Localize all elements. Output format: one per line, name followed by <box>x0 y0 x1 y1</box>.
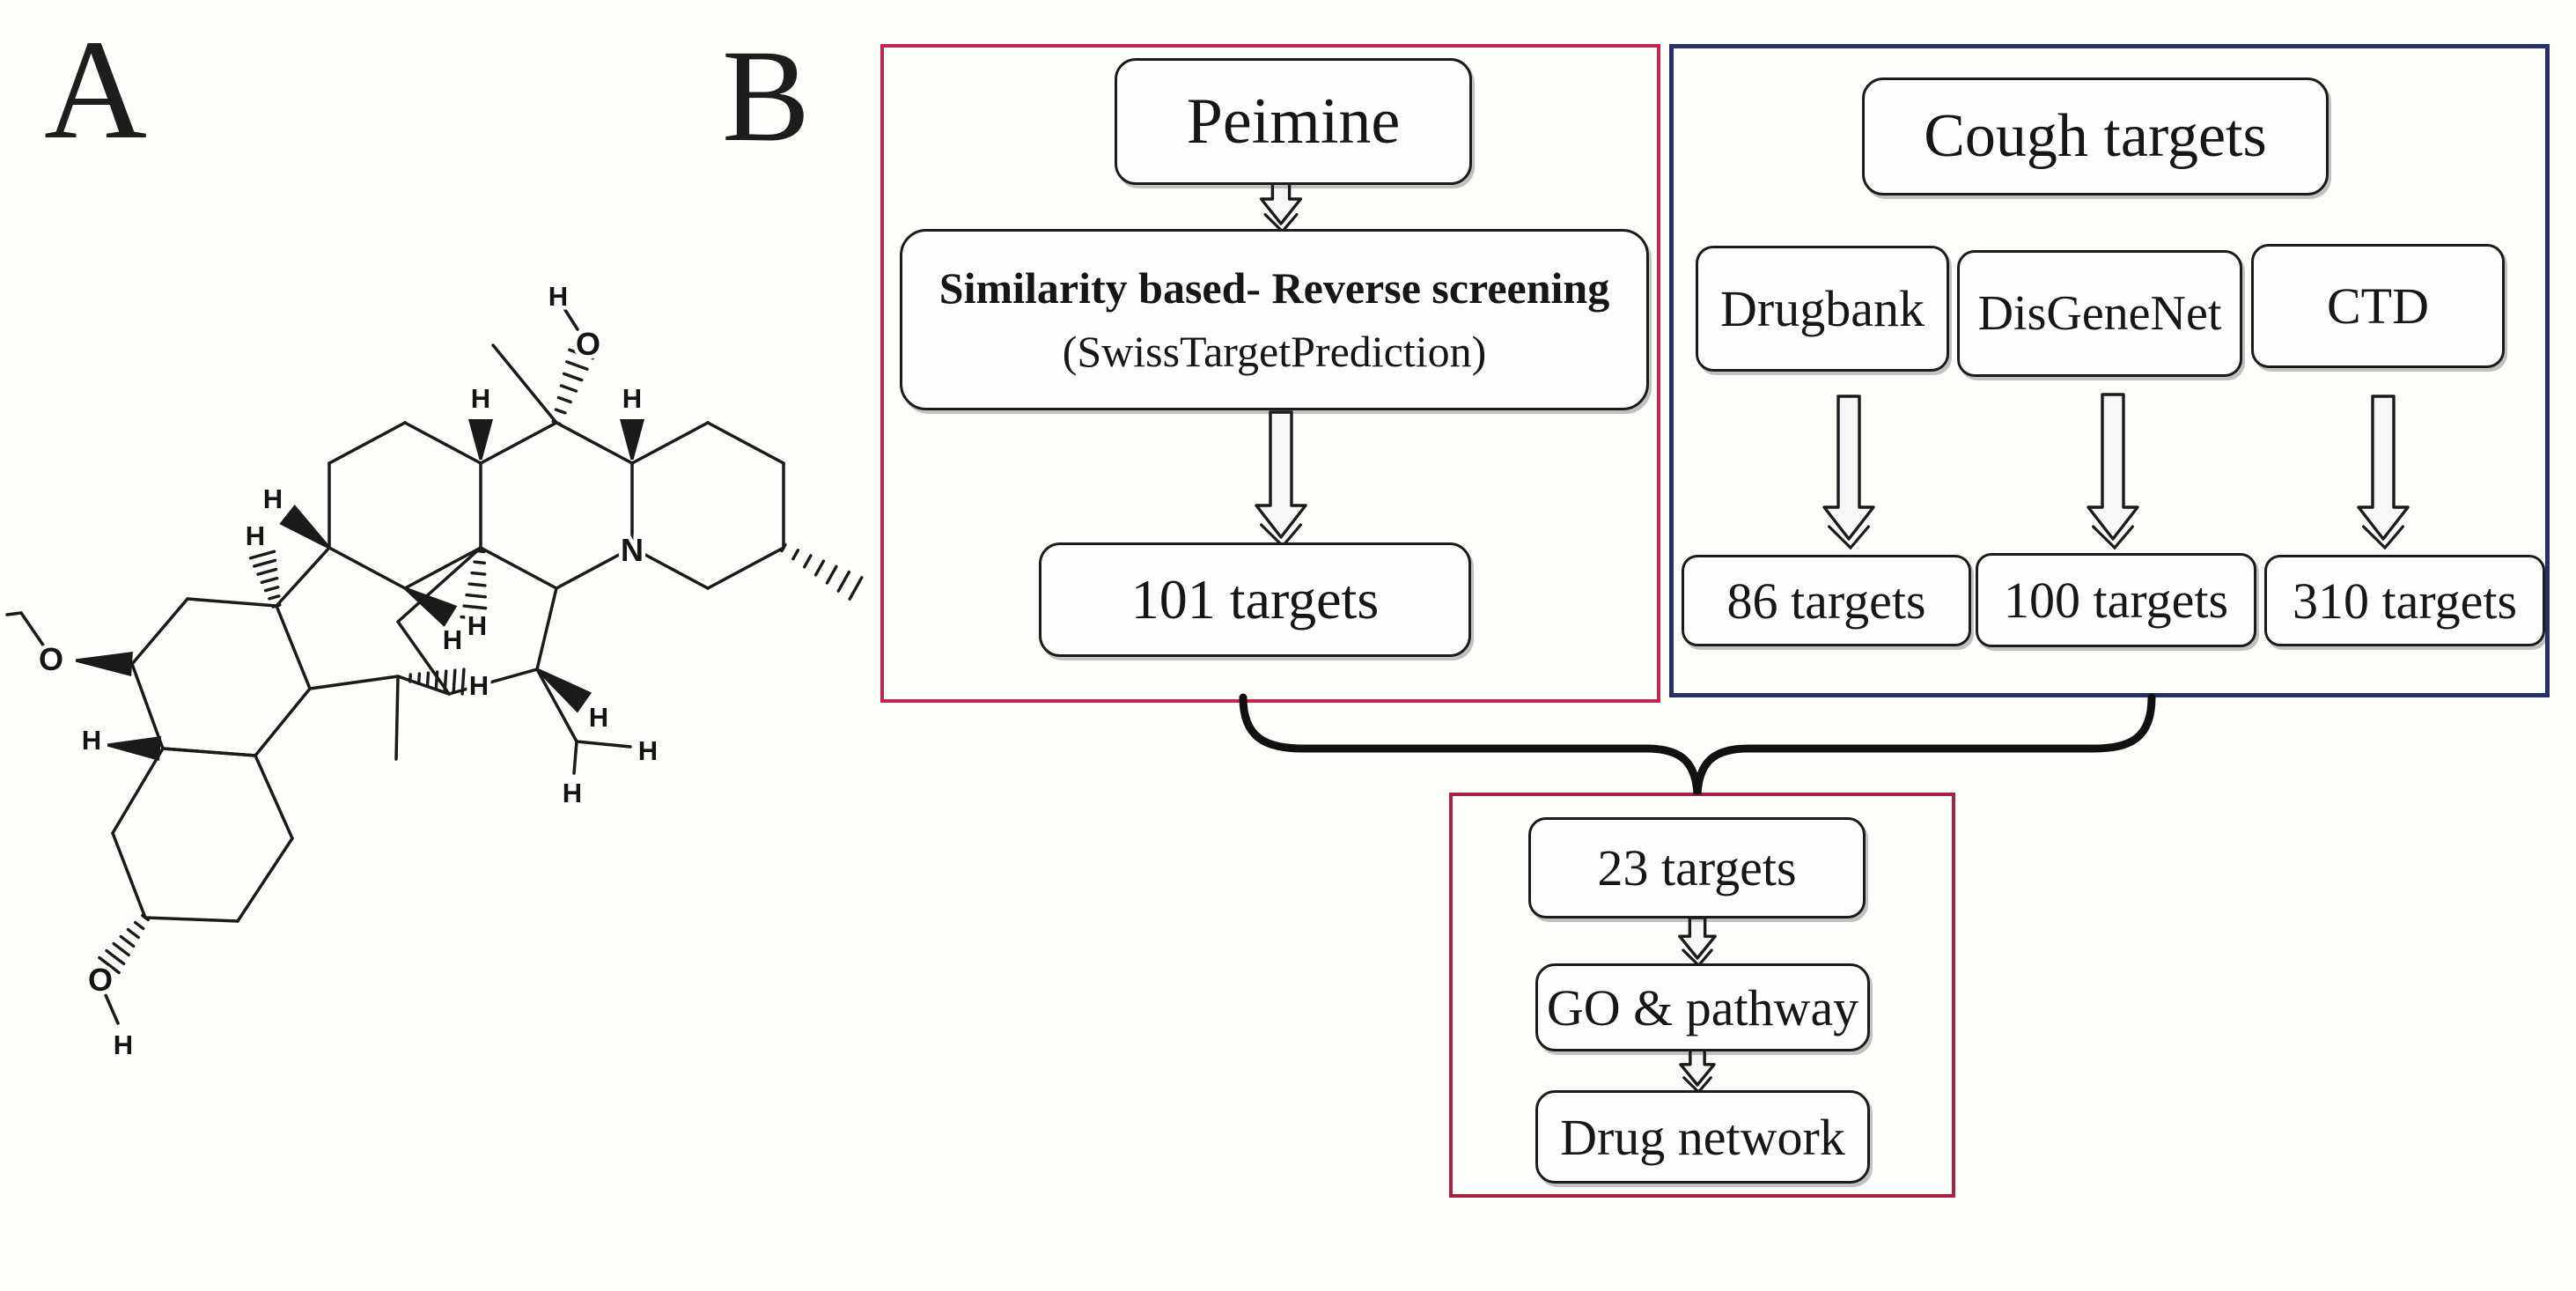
intersection-targets-count: 23 targets <box>1597 839 1797 896</box>
drugbank-source-box: Drugbank <box>1696 246 1949 372</box>
oxygen-atom-label: O <box>576 326 600 362</box>
hydrogen-atom-label: H <box>246 520 265 551</box>
screening-tool-label: (SwissTargetPrediction) <box>1062 327 1487 376</box>
hydrogen-atom-label: H <box>467 610 487 641</box>
ctd-targets-result-box: 310 targets <box>2264 555 2545 646</box>
peimine-screening-group-outline <box>880 44 1660 703</box>
disgenenet-targets-count: 100 targets <box>2003 572 2229 629</box>
nitrogen-atom-label: N <box>621 532 644 568</box>
down-block-arrow-icon <box>1259 181 1303 225</box>
arrowhead-chevron-icon <box>2362 525 2404 550</box>
ctd-targets-count: 310 targets <box>2292 572 2518 630</box>
arrowhead-chevron-icon <box>2092 525 2134 550</box>
peimine-box-label: Peimine <box>1186 85 1401 158</box>
reverse-screening-box: Similarity based- Reverse screening (Swi… <box>900 229 1649 410</box>
arrowhead-chevron-icon <box>1828 525 1870 550</box>
cough-targets-label: Cough targets <box>1924 102 2267 170</box>
hydrogen-atom-label: H <box>563 778 582 808</box>
ctd-label: CTD <box>2327 277 2429 335</box>
hydrogen-atom-label: H <box>589 702 608 733</box>
oxygen-atom-label: O <box>88 962 113 998</box>
hydrogen-atom-label: H <box>622 383 642 414</box>
panel-a-label: A <box>44 11 147 169</box>
screening-method-label: Similarity based- Reverse screening <box>938 263 1610 313</box>
panel-b-label: B <box>722 23 811 169</box>
intersection-targets-box: 23 targets <box>1528 817 1866 918</box>
peimine-box: Peimine <box>1115 58 1472 185</box>
hydrogen-atom-label: H <box>114 1029 133 1060</box>
down-block-arrow-icon <box>1679 1048 1716 1087</box>
disgenenet-targets-result-box: 100 targets <box>1976 553 2256 647</box>
down-block-arrow-icon <box>1678 916 1717 960</box>
hydrogen-atom-label: H <box>471 383 490 414</box>
go-pathway-label: GO & pathway <box>1546 978 1859 1036</box>
peimine-targets-count: 101 targets <box>1130 568 1380 631</box>
peimine-targets-result-box: 101 targets <box>1039 542 1471 657</box>
drug-network-label: Drug network <box>1560 1108 1845 1166</box>
hydrogen-atom-label: H <box>638 735 658 766</box>
hydrogen-atom-label: H <box>263 483 283 514</box>
go-pathway-box: GO & pathway <box>1535 963 1870 1051</box>
merge-brace-icon <box>1239 693 2156 795</box>
hydrogen-atom-label: H <box>548 281 568 312</box>
oxygen-atom-label: O <box>39 641 63 677</box>
down-block-arrow-icon <box>2087 393 2139 541</box>
ctd-source-box: CTD <box>2251 244 2505 368</box>
intersection-group-outline <box>1449 793 1955 1198</box>
disgenenet-label: DisGeneNet <box>1977 286 2222 341</box>
drug-network-box: Drug network <box>1535 1090 1870 1184</box>
cough-targets-box: Cough targets <box>1862 77 2329 195</box>
drugbank-targets-count: 86 targets <box>1726 572 1926 630</box>
down-block-arrow-icon <box>2357 395 2410 541</box>
cough-targets-group-outline <box>1669 44 2550 697</box>
down-block-arrow-icon <box>1822 395 1875 541</box>
down-block-arrow-icon <box>1255 410 1307 539</box>
drugbank-label: Drugbank <box>1720 280 1925 337</box>
disgenenet-source-box: DisGeneNet <box>1957 250 2242 377</box>
hydrogen-atom-label: H <box>443 624 462 655</box>
hydrogen-atom-label: H <box>469 670 489 701</box>
hydrogen-atom-label: H <box>82 725 101 756</box>
drugbank-targets-result-box: 86 targets <box>1682 555 1971 646</box>
